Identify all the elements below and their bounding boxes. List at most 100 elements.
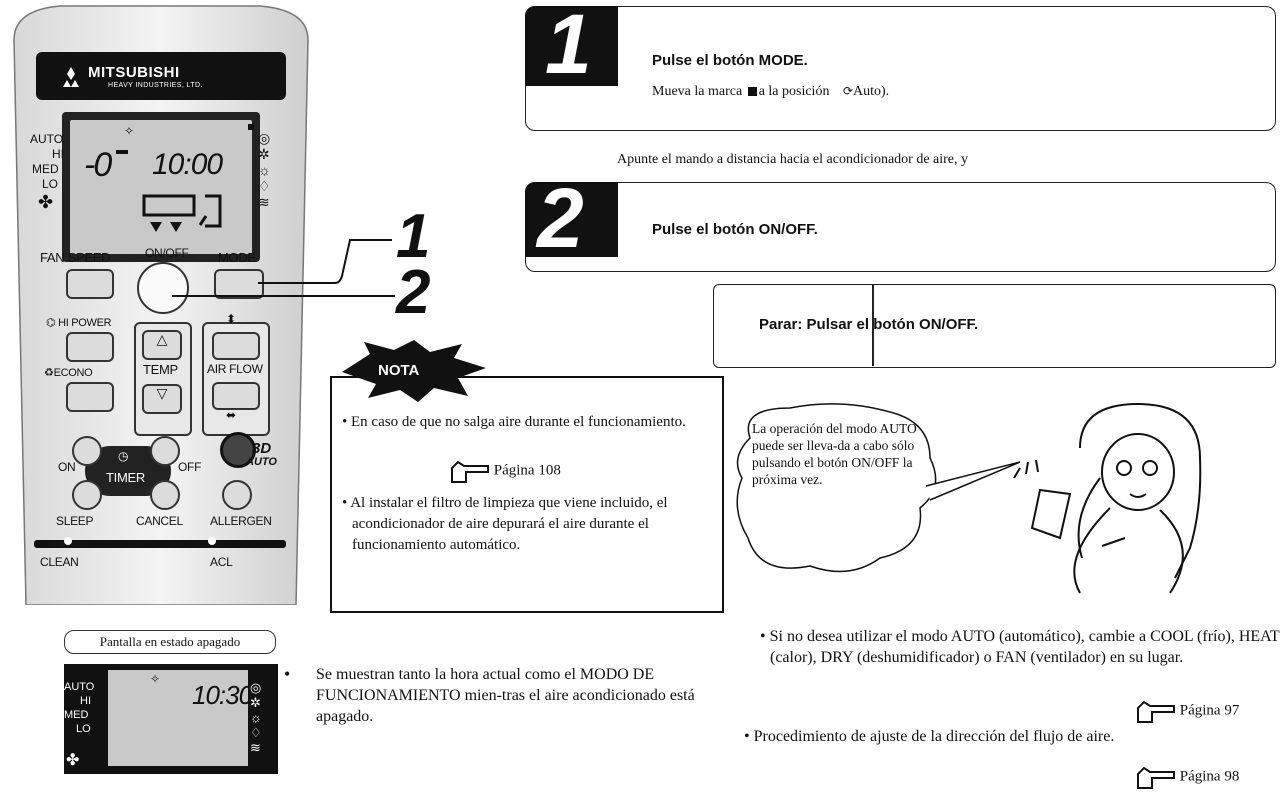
dry-drop-icon: ♢: [250, 725, 262, 740]
horizontal-flow-icon: ⬌: [226, 408, 237, 422]
timer-off-button[interactable]: [150, 436, 180, 466]
air-flow-vertical-button[interactable]: [212, 332, 260, 360]
acl-indicator-icon: [208, 537, 216, 545]
step-1-number-block: 1: [525, 2, 618, 86]
step-2-title: Pulse el botón ON/OFF.: [652, 221, 818, 238]
hi-power-label: ⌬ HI POWER: [46, 317, 112, 329]
step-1-box: [525, 6, 1276, 131]
mark-square-icon: [248, 672, 254, 678]
allergen-button[interactable]: [222, 480, 252, 510]
heat-sun-icon: ☼: [250, 710, 262, 725]
nota-page-ref-1: Página 108: [450, 458, 561, 484]
right-note-2-page: Página 98: [1136, 764, 1239, 790]
auto-label: AUTO: [246, 456, 277, 468]
3d-label: 3D: [252, 440, 272, 457]
temp-label: TEMP: [143, 362, 178, 377]
step-2-number: 2: [537, 171, 584, 265]
off-display-description: Se muestran tanto la hora actual como el…: [316, 666, 695, 725]
fan-speed-label: FAN SPEED: [40, 250, 111, 265]
right-note-1: • Si no desea utilizar el modo AUTO (aut…: [760, 628, 1280, 666]
allergen-label: ALLERGEN: [210, 514, 272, 528]
acl-label: ACL: [210, 555, 233, 569]
eco-icon: ♻: [44, 367, 54, 379]
lcd-mode-auto: AUTO: [30, 132, 64, 146]
sleep-button[interactable]: [72, 480, 102, 510]
mitsubishi-logo-icon: [63, 67, 79, 87]
air-flow-horizontal-button[interactable]: [212, 382, 260, 410]
off-display-label: Pantalla en estado apagado: [64, 630, 276, 654]
pointing-hand-icon: [1137, 766, 1175, 789]
remote-control-illustration: MITSUBISHI HEAVY INDUSTRIES, LTD. AUTO H…: [0, 0, 322, 605]
remote-brand-sub: HEAVY INDUSTRIES, LTD.: [108, 82, 203, 89]
lcd-temp: -0: [84, 146, 112, 184]
clean-label: CLEAN: [40, 555, 79, 569]
step-2-box: [525, 182, 1276, 272]
lcd-mode-hi: HI: [52, 147, 64, 161]
on-off-label: ON/OFF: [145, 246, 189, 260]
mode-button[interactable]: [214, 269, 264, 299]
between-steps-text: Apunte el mando a distancia hacia el aco…: [617, 152, 969, 167]
fan-speed-button[interactable]: [66, 269, 114, 299]
econo-button[interactable]: [66, 382, 114, 412]
mode-label: MODE: [218, 250, 256, 265]
off-display-bullet: •: [284, 664, 291, 684]
timer-off-label: OFF: [178, 460, 202, 474]
fan-wave-icon: ≋: [250, 740, 261, 755]
step-1-text: Mueva la marca a la posición ⟳Auto).: [652, 84, 890, 99]
remote-brand: MITSUBISHI: [88, 64, 180, 81]
auto-mode-icon: ⟳: [842, 84, 854, 98]
temp-up-button[interactable]: △: [142, 330, 182, 360]
air-flow-label: AIR FLOW: [207, 362, 263, 376]
timer-on-button[interactable]: [72, 436, 102, 466]
stop-text: Parar: Pulsar el botón ON/OFF.: [759, 316, 979, 333]
clean-sparkle-icon: ✧: [150, 672, 161, 686]
mark-square-icon: [747, 87, 757, 97]
cancel-label: CANCEL: [136, 514, 183, 528]
lcd-mode-med: MED: [32, 162, 59, 176]
off-display-mode-labels: AUTO HI MED LO: [64, 681, 95, 735]
3d-auto-button[interactable]: [220, 432, 256, 468]
off-display-time: 10:30: [192, 680, 253, 710]
girl-character-icon: [1013, 402, 1202, 594]
callout-number-2: 2: [396, 258, 431, 327]
heat-sun-icon: ☼: [258, 164, 271, 179]
nota-item-2: • Al instalar el filtro de limpieza que …: [342, 495, 668, 553]
off-display-lcd: [108, 670, 248, 766]
step-2-number-block: 2: [525, 176, 618, 260]
auto-mode-icon: ◎: [250, 680, 262, 695]
temp-down-button[interactable]: ▽: [142, 384, 182, 414]
lcd-time: 10:00: [152, 148, 223, 181]
econo-label: ♻ECONO: [44, 367, 93, 379]
step-1-number: 1: [545, 0, 592, 91]
cancel-button[interactable]: [150, 480, 180, 510]
auto-mode-icon: ◎: [258, 132, 271, 147]
step-1-title: Pulse el botón MODE.: [652, 52, 808, 69]
callout-number-1: 1: [396, 202, 431, 271]
stop-box: [713, 284, 1276, 368]
pointing-hand-icon: [1137, 700, 1175, 723]
vertical-flow-icon: ⬍: [226, 312, 237, 326]
cool-snowflake-icon: ✲: [258, 148, 270, 163]
hi-power-button[interactable]: [66, 332, 114, 362]
right-note-2: • Procedimiento de ajuste de la direcció…: [744, 728, 1115, 745]
stop-box-divider: [872, 284, 874, 366]
fan-icon: ✤: [66, 752, 80, 769]
clock-icon: ◷: [118, 449, 129, 463]
nota-burst-icon: [342, 340, 486, 402]
nota-label: NOTA: [378, 362, 420, 379]
nota-box: [330, 376, 724, 613]
clean-sparkle-icon: ✧: [124, 124, 135, 138]
sleep-label: SLEEP: [56, 514, 94, 528]
fan-icon: ✤: [38, 192, 54, 212]
speech-bubble-illustration: [736, 402, 1202, 594]
pointing-hand-icon: [451, 460, 489, 483]
fan-wave-icon: ≋: [258, 196, 270, 211]
off-display-right-icons: ◎ ✲ ☼ ♢ ≋: [250, 680, 262, 755]
speech-bubble-text: La operación del modo AUTO puede ser lle…: [752, 421, 917, 487]
lcd-mode-labels: AUTO HI MED LO: [30, 132, 64, 192]
lcd-mode-lo: LO: [42, 177, 59, 191]
on-off-button[interactable]: [137, 262, 189, 314]
timer-label: TIMER: [106, 470, 145, 485]
timer-on-label: ON: [58, 460, 76, 474]
